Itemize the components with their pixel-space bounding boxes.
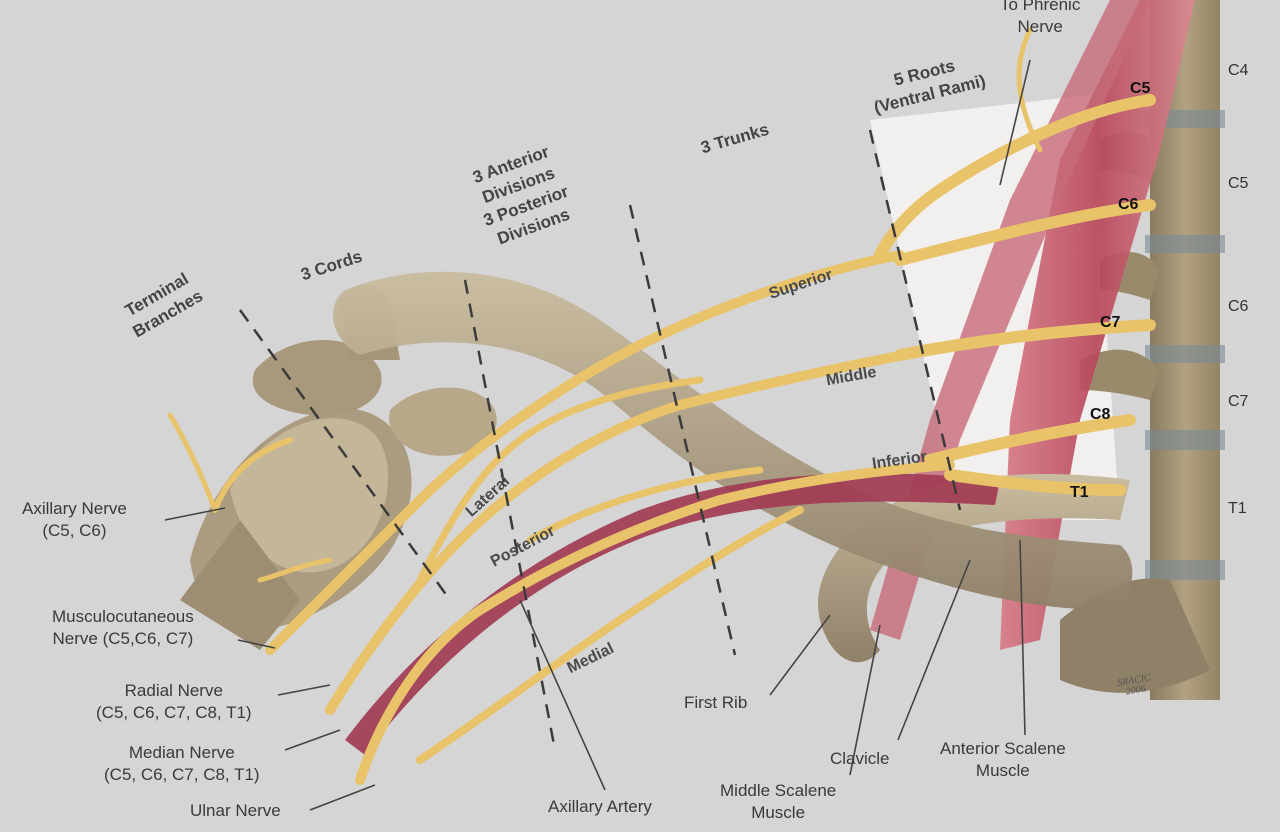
label-line: First Rib [684, 693, 748, 712]
label-line: (C5, C6) [42, 521, 107, 540]
label-clavicle: Clavicle [830, 748, 890, 770]
label-line: Musculocutaneous [52, 607, 194, 626]
label-axillary-artery: Axillary Artery [548, 796, 652, 818]
label-line: Muscle [975, 761, 1030, 780]
label-vertebra-c6: C6 [1228, 298, 1249, 315]
label-line: Anterior Scalene [940, 739, 1066, 758]
label-vertebra-t1: T1 [1228, 500, 1247, 517]
label-vertebra-c5: C5 [1228, 175, 1249, 192]
label-line: Nerve (C5,C6, C7) [52, 629, 194, 648]
label-root-c6: C6 [1118, 196, 1139, 213]
label-root-t1: T1 [1070, 484, 1089, 501]
label-line: Middle Scalene [720, 781, 837, 800]
label-vertebra-c4: C4 [1228, 62, 1249, 79]
label-root-c5: C5 [1130, 80, 1151, 97]
label-root-c8: C8 [1090, 406, 1111, 423]
label-pointer-lines [164, 59, 1031, 811]
label-phrenic-nerve: To Phrenic Nerve [1000, 0, 1080, 38]
label-radial-nerve: Radial Nerve (C5, C6, C7, C8, T1) [96, 680, 252, 724]
label-line: To Phrenic [1000, 0, 1081, 14]
label-line: Median Nerve [128, 743, 235, 762]
label-line: Axillary Artery [548, 797, 652, 816]
label-line: Nerve [1017, 17, 1063, 36]
label-line: Clavicle [830, 749, 890, 768]
label-musculocutaneous-nerve: Musculocutaneous Nerve (C5,C6, C7) [52, 606, 194, 650]
label-middle-scalene-muscle: Middle Scalene Muscle [720, 780, 836, 824]
nerve-plexus [167, 27, 1156, 785]
clavicle [333, 271, 1133, 610]
label-anterior-scalene-muscle: Anterior Scalene Muscle [940, 738, 1066, 782]
label-line: Axillary Nerve [22, 499, 127, 518]
label-vertebra-c7: C7 [1228, 393, 1249, 410]
label-line: Muscle [751, 803, 806, 822]
label-first-rib: First Rib [684, 692, 747, 714]
label-line: Ulnar Nerve [190, 801, 281, 820]
label-axillary-nerve: Axillary Nerve (C5, C6) [22, 498, 127, 542]
label-ulnar-nerve: Ulnar Nerve [190, 800, 281, 822]
label-line: (C5, C6, C7, C8, T1) [104, 765, 260, 784]
label-root-c7: C7 [1100, 314, 1121, 331]
label-median-nerve: Median Nerve (C5, C6, C7, C8, T1) [104, 742, 260, 786]
label-line: Radial Nerve [124, 681, 223, 700]
label-line: (C5, C6, C7, C8, T1) [96, 703, 252, 722]
section-boundary-lines [238, 129, 962, 751]
